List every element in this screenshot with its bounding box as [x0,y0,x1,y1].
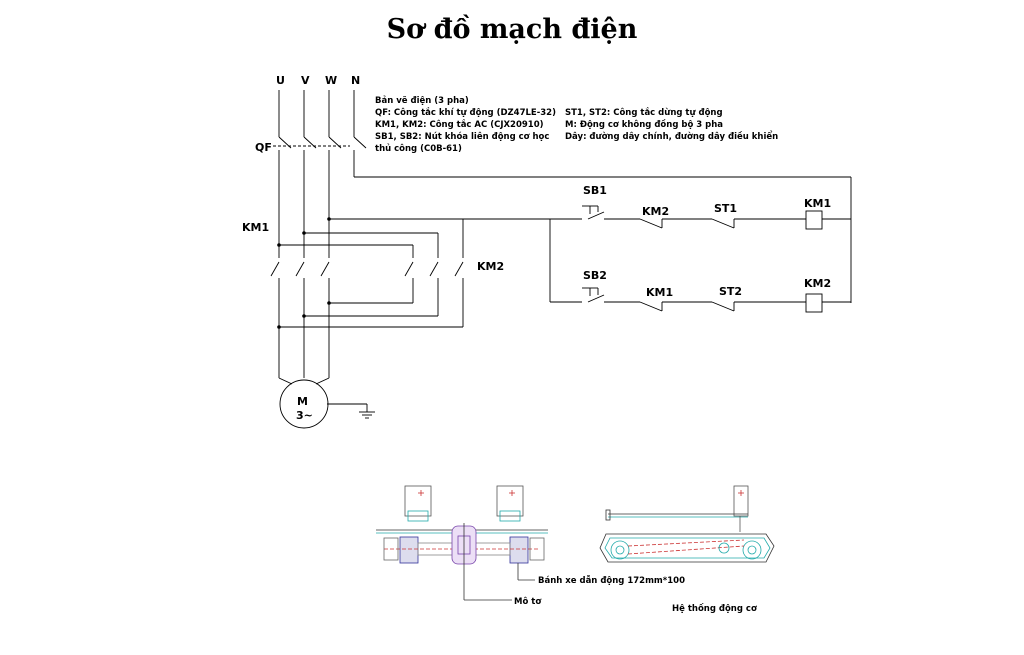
note-line: SB1, SB2: Nút khóa liên động cơ học [375,131,549,142]
line-v-label: V [301,74,310,87]
sb1-label: SB1 [583,184,607,197]
note-line: ST1, ST2: Công tắc dừng tự động [565,107,723,118]
line-w-label: W [325,74,337,87]
qf-label: QF [255,141,272,154]
line-u-label: U [276,74,285,87]
notes-right: ST1, ST2: Công tắc dừng tự động M: Động … [565,107,778,142]
row2-interlock-label: KM1 [646,286,673,299]
power-wires [270,90,852,419]
junction-dots [277,217,331,329]
km2-main-label: KM2 [477,260,504,273]
page-title: Sơ đồ mạch điện [386,14,638,45]
motor-phase-label: 3~ [296,409,313,422]
side-view-drawing [599,485,775,563]
km1-main-label: KM1 [242,221,269,234]
line-n-label: N [351,74,360,87]
motor-symbol [279,379,329,429]
sb2-label: SB2 [583,269,607,282]
system-label: Hệ thống động cơ [672,603,758,614]
note-line: M: Động cơ không đồng bộ 3 pha [565,119,723,130]
note-line: QF: Công tắc khí tự động (DZ47LE-32) [375,107,556,118]
row1-stop-label: ST1 [714,202,737,215]
front-view-drawing [376,485,548,601]
motor-label: Mô tơ [514,596,542,607]
motor-m-label: M [297,395,308,408]
power-line-labels: U V W N [276,74,360,87]
row1-interlock-label: KM2 [642,205,669,218]
row1-coil-label: KM1 [804,197,831,210]
note-line: KM1, KM2: Công tắc AC (CJX20910) [375,119,544,130]
wheel-label: Bánh xe dẫn động 172mm*100 [538,575,685,586]
note-line: Bản vẽ điện (3 pha) [375,95,469,106]
note-line: Dây: đường dây chính, đường dây điều khi… [565,130,778,142]
control-wires [549,205,851,313]
row2-stop-label: ST2 [719,285,742,298]
notes-left: Bản vẽ điện (3 pha) QF: Công tắc khí tự … [375,95,556,154]
row2-coil-label: KM2 [804,277,831,290]
note-line: thủ công (C0B-61) [375,143,462,154]
